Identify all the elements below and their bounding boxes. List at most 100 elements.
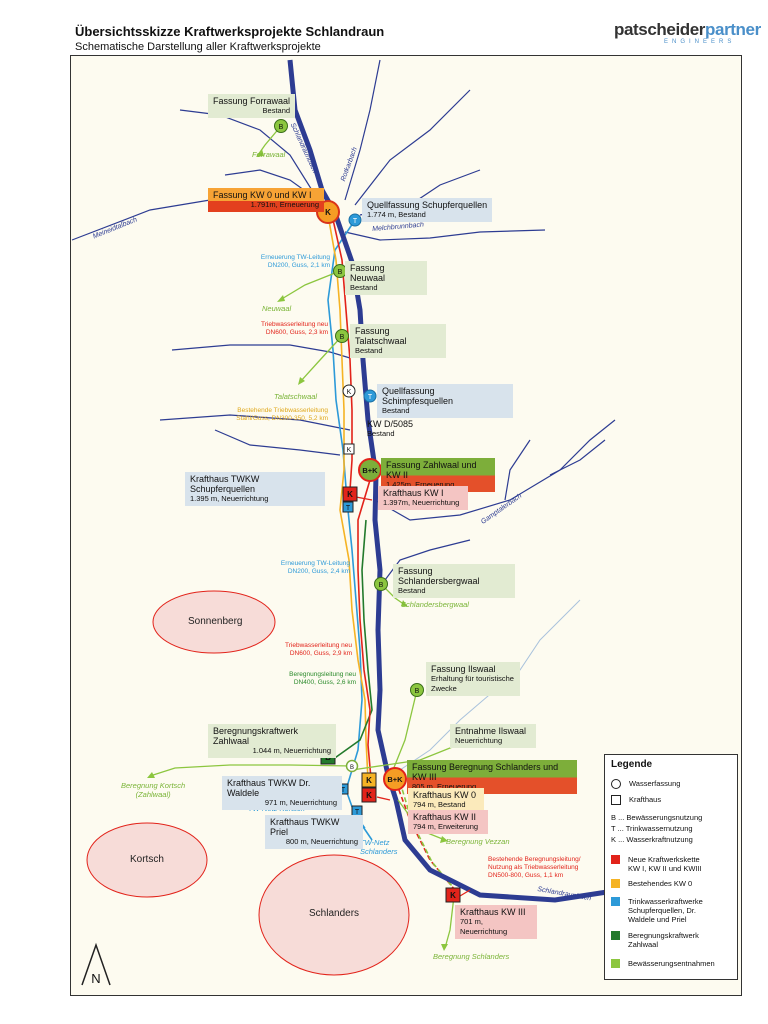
schlandersberg-branch (384, 539, 471, 581)
logo-part2: partner (705, 20, 761, 39)
company-logo: patscheiderpartner (614, 20, 761, 40)
logo-subtitle: ENGINEERS (664, 39, 736, 45)
gamp-branch2 (504, 439, 531, 501)
label-kh-kw1-sub: 1.397m, Neuerrichtung (383, 498, 460, 507)
node-schimpfes (363, 389, 377, 403)
label-waldele-sub: 971 m, Neuerrichtung (264, 798, 337, 807)
melchbrunnbach-line (344, 229, 546, 241)
legend-red-text: Neue Kraftwerkskette KW I, KW II und KWI… (628, 855, 702, 873)
triebwasser-1-note: Triebwasserleitung neu DN600, Guss, 2,3 … (261, 321, 328, 336)
logo-part1: patscheider (614, 20, 706, 39)
krafthaus-kw3-letter: K (450, 891, 456, 900)
label-beregnung-kw-title: Beregnungskraftwerk Zahlwaal (213, 726, 299, 746)
node-zahlwaal-kw2-letter: B+K (362, 466, 378, 475)
node-kw5085 (342, 384, 356, 398)
label-kh-kw3-title: Krafthaus KW III (460, 907, 526, 917)
node-schlandersberg (374, 577, 388, 591)
node-forrawaal-letter: B (279, 124, 284, 131)
left-stream-b (159, 414, 351, 431)
legend-wasserfassung-text: Wasserfassung (629, 779, 681, 788)
neuwaal-arrowhead (277, 295, 285, 302)
gamptalerbach-line (374, 419, 616, 521)
kortsch-flow (149, 764, 353, 777)
krafthaus-kw0-letter: K (366, 776, 372, 785)
north-arrow-outline (81, 942, 111, 986)
schlanders-flow (444, 895, 455, 949)
label-priel-title: Krafthaus TWKW Priel (270, 817, 340, 837)
label-schupfer-title: Quellfassung Schupferquellen (367, 200, 488, 210)
talatsch-arrowhead (298, 377, 305, 385)
label-kh-kw0-title: Krafthaus KW 0 (413, 790, 477, 800)
label-ilswaal-title: Fassung Ilswaal (431, 664, 496, 674)
label-kw5085-sub: Bestand (367, 429, 395, 438)
legend-lightgreen-swatch (611, 959, 620, 968)
beregnung-vezzan-label: Beregnung Vezzan (446, 837, 510, 846)
blue-pipeline (327, 219, 373, 841)
label-kh-kw0-sub: 794 m, Bestand (413, 800, 466, 809)
krafthaus-kw3 (445, 887, 461, 903)
forrawaal-arrowhead (256, 149, 264, 157)
legend-blue-text: Trinkwasserkraftwerke Schupferquellen, D… (628, 897, 703, 924)
beregnungsleitung-note: Beregnungsleitung neu DN400, Guss, 2,6 k… (289, 671, 356, 686)
schlanders-arrowhead (441, 944, 448, 951)
label-ilswaal-sub: Erhaltung für touristische Zwecke (431, 674, 514, 693)
label-schupfer-sub: 1.774 m, Bestand (367, 210, 426, 219)
legend-b: B ... Bewässerungsnutzung (611, 813, 703, 822)
talatsch-flow (299, 335, 343, 383)
schlandersbergwaal-flow-label: Schlandersbergwaal (401, 600, 469, 609)
schlanders-label: Schlanders (309, 908, 360, 919)
legend-k: K ... Wasserkraftnutzung (611, 835, 693, 844)
kw3-arrow (459, 889, 471, 897)
label-beregnung-schl-title: Fassung Beregnung Schlanders und KW III (412, 762, 559, 782)
node-schupfer (348, 213, 362, 227)
legend-darkgreen-swatch (611, 931, 620, 940)
krafthaus-kw2 (361, 787, 377, 803)
kw2-arrow (376, 796, 391, 801)
label-entnahme-sub: Neuerrichtung (455, 736, 503, 745)
label-kw0-kw1-sub: 1.791m, Erneuerung (250, 200, 319, 209)
sonnenberg-label: Sonnenberg (188, 616, 243, 627)
label-beregnung-schl-sub: 805 m, Erneuerung (412, 782, 477, 791)
nodes: B K T B B K T K B+K K T B B B B K B+K (274, 119, 461, 903)
krafthaus-waldele-letter: T (341, 787, 346, 794)
left-stream-c (214, 429, 341, 456)
tw-schlanders-label: TW-Netz Schlanders (360, 838, 398, 856)
label-beregnung-kw-sub: 1.044 m, Neuerrichtung (252, 746, 331, 755)
label-zahlwaal-kw2-title: Fassung Zahlwaal und KW II (386, 460, 477, 480)
legend-blue: Trinkwasserkraftwerke Schupferquellen, D… (611, 897, 703, 924)
legend-red-swatch (611, 855, 620, 864)
label-talatsch-title: Fassung Talatschwaal (355, 326, 407, 346)
legend-krafthaus-text: Krafthaus (629, 795, 662, 804)
north-letter: N (91, 971, 100, 986)
node-beregnung-kw3-letter: B+K (387, 775, 403, 784)
irrigation-arrowheads (147, 149, 448, 951)
label-schlandersberg-sub: Bestand (398, 586, 426, 595)
node-kw0-kw1-letter: K (325, 208, 331, 217)
legend-lightgreen: Bewässerungsentnahmen (611, 959, 715, 968)
legend-darkgreen-text: Beregnungskraftwerk Zahlwaal (628, 931, 699, 949)
label-forrawaal-title: Fassung Forrawaal (213, 96, 291, 106)
tw-leitung-1-note: Erneuerung TW-Leitung DN200, Guss, 2,1 k… (260, 254, 330, 269)
node-talatsch-letter: B (340, 334, 345, 341)
node-ilswaal (410, 683, 424, 697)
krafthaus-kw2-letter: K (366, 791, 372, 800)
node-neuwaal-letter: B (338, 269, 343, 276)
bestehende-beregnung-note: Bestehende Beregnungsleitung/ Nutzung al… (488, 856, 581, 879)
north-arrow: N (81, 942, 111, 986)
legend-yellow: Bestehendes KW 0 (611, 879, 692, 888)
label-schimpfes-title: Quellfassung Schimpfesquellen (382, 386, 454, 406)
legend-blue-swatch (611, 897, 620, 906)
